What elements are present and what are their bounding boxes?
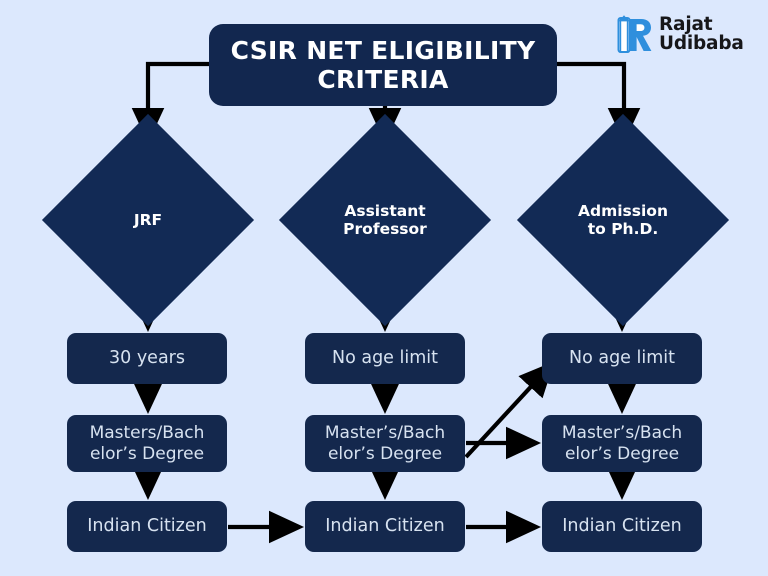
node-jrf-degree-line-2: elor’s Degree (89, 443, 205, 464)
node-admission-to-phd-degree[interactable]: Master’s/Bach elor’s Degree (542, 415, 702, 472)
diamond-assistant-professor-label-line-2: Professor (343, 220, 427, 238)
logo-line-2: Udibaba (659, 33, 744, 54)
node-assistant-professor-citizen[interactable]: Indian Citizen (305, 501, 465, 552)
node-jrf-age[interactable]: 30 years (67, 333, 227, 384)
chart-title-box: CSIR NET ELIGIBILITY CRITERIA (209, 24, 557, 106)
node-assistant-professor-age[interactable]: No age limit (305, 333, 465, 384)
node-assistant-professor-citizen-line-1: Indian Citizen (325, 515, 445, 536)
logo-line-1: Rajat (659, 14, 713, 36)
node-jrf-degree-line-1: Masters/Bach (89, 422, 205, 443)
diamond-jrf[interactable]: JRF (41, 113, 255, 327)
node-admission-to-phd-age[interactable]: No age limit (542, 333, 702, 384)
brand-logo: Rajat Udibaba (612, 10, 762, 60)
node-assistant-professor-degree-line-1: Master’s/Bach (324, 422, 446, 443)
chart-title-line-1: CSIR NET ELIGIBILITY (230, 36, 536, 65)
node-jrf-degree[interactable]: Masters/Bach elor’s Degree (67, 415, 227, 472)
diamond-jrf-label-line-1: JRF (133, 210, 163, 229)
node-assistant-professor-degree-line-2: elor’s Degree (327, 443, 443, 464)
pencil-r-logo-icon (612, 13, 656, 57)
node-jrf-citizen[interactable]: Indian Citizen (67, 501, 227, 552)
diamond-assistant-professor-label-line-1: Assistant (344, 201, 426, 220)
node-admission-to-phd-degree-line-1: Master’s/Bach (561, 422, 683, 443)
node-jrf-age-line-1: 30 years (109, 347, 185, 368)
node-jrf-citizen-line-1: Indian Citizen (87, 515, 207, 536)
diamond-admission-to-phd-label-line-2: to Ph.D. (587, 220, 659, 238)
chart-title-line-2: CRITERIA (317, 65, 449, 94)
connector-ap-degree-to-phd-age (464, 361, 555, 459)
diamond-admission-to-phd-label-line-1: Admission (577, 201, 668, 220)
node-assistant-professor-age-line-1: No age limit (331, 347, 439, 368)
diamond-admission-to-phd[interactable]: Admission to Ph.D. (516, 113, 730, 327)
node-admission-to-phd-degree-line-2: elor’s Degree (564, 443, 680, 464)
diamond-assistant-professor[interactable]: Assistant Professor (278, 113, 492, 327)
node-admission-to-phd-age-line-1: No age limit (568, 347, 676, 368)
node-admission-to-phd-citizen[interactable]: Indian Citizen (542, 501, 702, 552)
node-admission-to-phd-citizen-line-1: Indian Citizen (562, 515, 682, 536)
node-assistant-professor-degree[interactable]: Master’s/Bach elor’s Degree (305, 415, 465, 472)
